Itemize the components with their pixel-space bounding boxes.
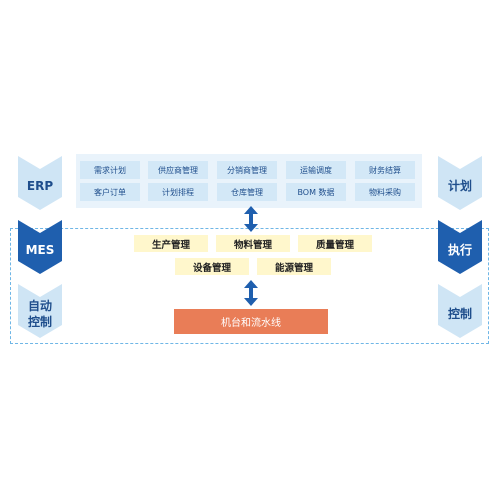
mes-item: 质量管理 xyxy=(298,235,372,252)
mes-item: 能源管理 xyxy=(257,258,331,275)
execute-banner-label: 执行 xyxy=(447,243,472,257)
erp-item: BOM 数据 xyxy=(286,183,346,201)
mes-banner-label: MES xyxy=(25,243,55,257)
erp-item: 运输调度 xyxy=(286,161,346,179)
mes-item: 物料管理 xyxy=(216,235,290,252)
erp-item: 需求计划 xyxy=(80,161,140,179)
erp-banner: ERP xyxy=(18,156,62,210)
control-banner-label: 控制 xyxy=(447,307,472,321)
erp-item: 财务结算 xyxy=(355,161,415,179)
erp-item: 供应商管理 xyxy=(148,161,208,179)
machine-line-bar: 机台和流水线 xyxy=(174,309,328,334)
mes-item: 生产管理 xyxy=(134,235,208,252)
erp-item: 计划排程 xyxy=(148,183,208,201)
auto-control-line1: 自动 xyxy=(27,299,52,313)
erp-item: 物料采购 xyxy=(355,183,415,201)
auto-control-line2: 控制 xyxy=(27,315,52,329)
double-arrow-icon xyxy=(244,206,258,232)
double-arrow-icon xyxy=(244,280,258,306)
auto-control-banner: 自动 控制 xyxy=(18,284,62,338)
plan-banner: 计划 xyxy=(438,156,482,210)
erp-banner-label: ERP xyxy=(26,179,54,193)
erp-item: 客户订单 xyxy=(80,183,140,201)
erp-item: 分销商管理 xyxy=(217,161,277,179)
plan-banner-label: 计划 xyxy=(447,179,472,193)
auto-control-banner-label: 自动 控制 xyxy=(28,292,52,330)
mes-item: 设备管理 xyxy=(175,258,249,275)
erp-item: 仓库管理 xyxy=(217,183,277,201)
